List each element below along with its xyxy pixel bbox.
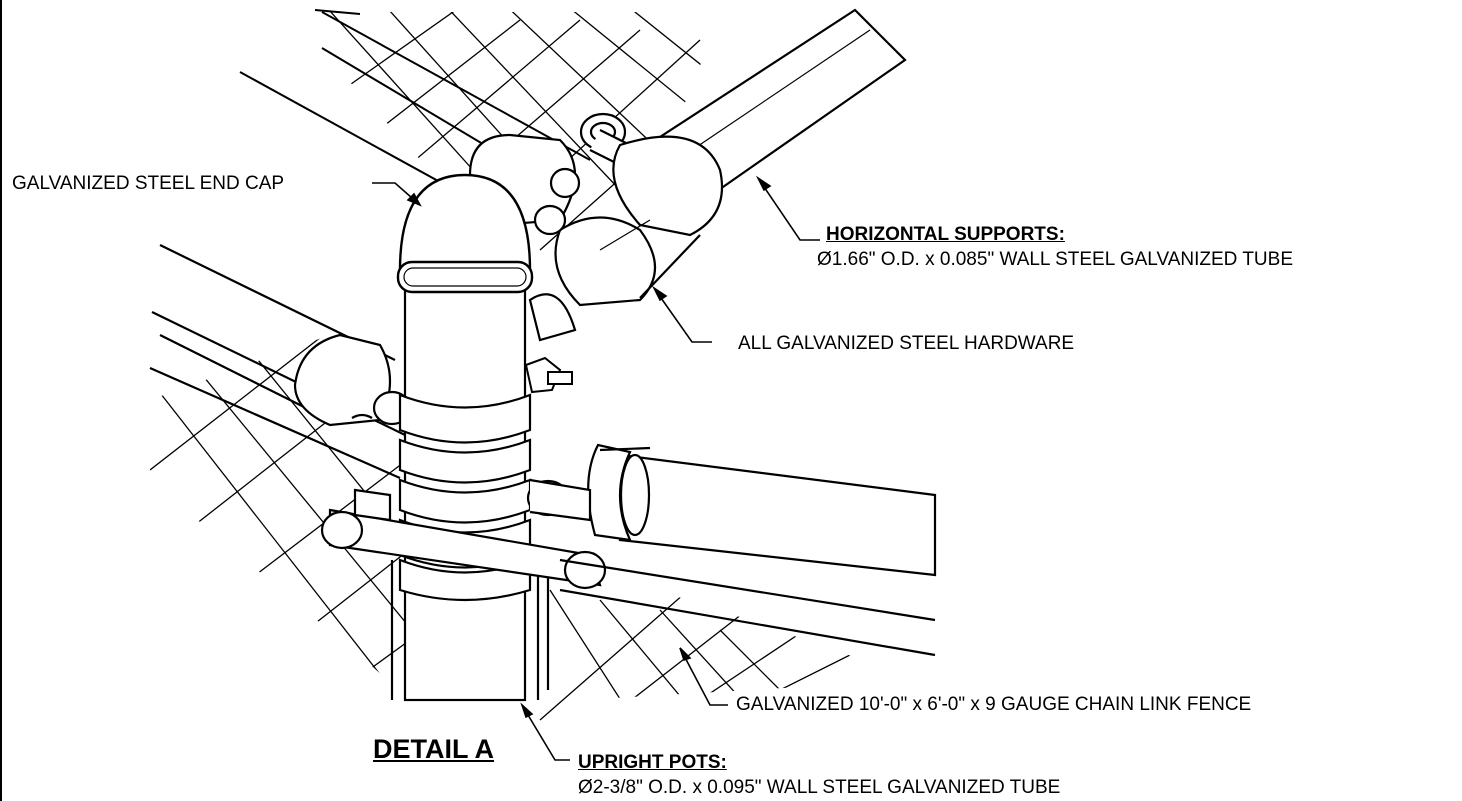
horizontal-rail-left bbox=[149, 244, 412, 480]
label-hardware: ALL GALVANIZED STEEL HARDWARE bbox=[738, 333, 1075, 354]
leader-lines bbox=[372, 175, 820, 761]
lower-clamp-hardware bbox=[320, 478, 936, 657]
detail-title: DETAIL A bbox=[373, 734, 494, 764]
label-horizontal-supports-spec: Ø1.66" O.D. x 0.085" WALL STEEL GALVANIZ… bbox=[817, 249, 1293, 270]
label-upright-posts-title: UPRIGHT POTS: bbox=[578, 752, 727, 773]
end-cap bbox=[396, 173, 534, 294]
label-chain-link-fence: GALVANIZED 10'-0" x 6'-0" x 9 GAUGE CHAI… bbox=[736, 694, 1252, 715]
label-upright-posts-spec: Ø2-3/8" O.D. x 0.095" WALL STEEL GALVANI… bbox=[578, 777, 1061, 798]
label-horizontal-supports-title: HORIZONTAL SUPPORTS: bbox=[826, 224, 1065, 245]
horizontal-support-tube-lower bbox=[587, 443, 937, 577]
upright-post bbox=[390, 288, 550, 702]
upper-collar-hardware bbox=[468, 112, 724, 342]
bolt bbox=[524, 356, 573, 394]
label-end-cap: GALVANIZED STEEL END CAP bbox=[12, 173, 285, 194]
